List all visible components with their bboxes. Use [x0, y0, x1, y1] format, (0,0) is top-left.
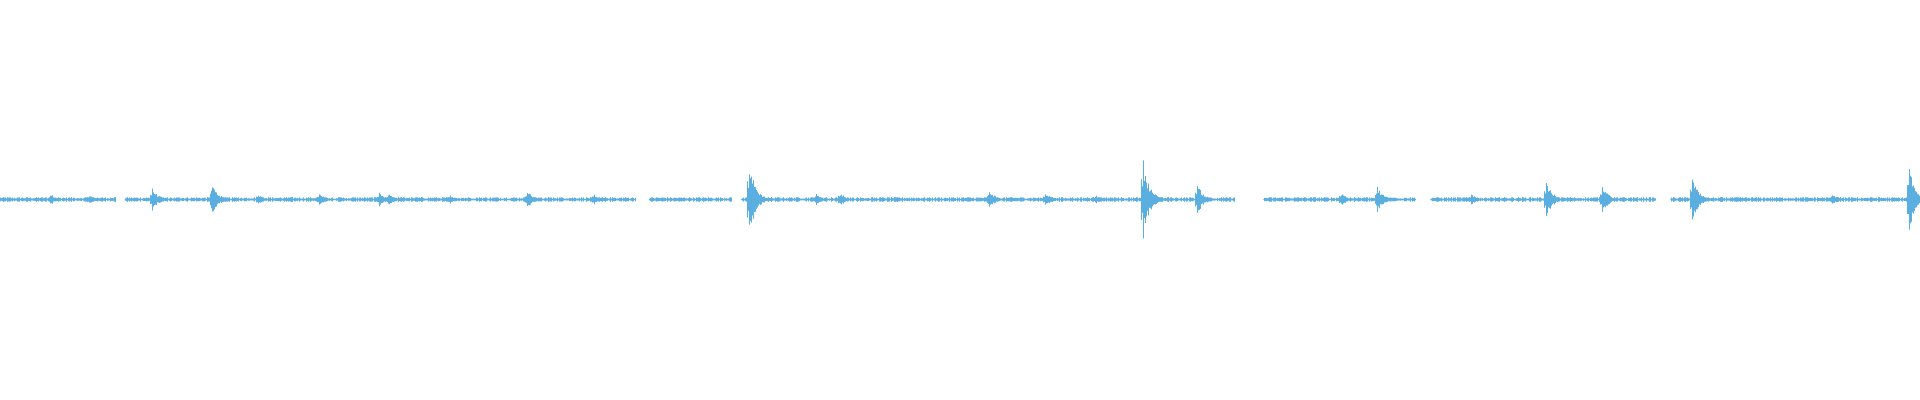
- waveform-silence-gap: [1655, 197, 1671, 202]
- waveform-silence-gap: [1415, 197, 1431, 202]
- waveform-samples: [0, 160, 1920, 239]
- waveform-silence-gap: [731, 197, 742, 202]
- waveform-silence-gap: [635, 197, 649, 202]
- waveform-silence-gap: [1234, 197, 1264, 202]
- waveform-silence-gap: [115, 197, 125, 202]
